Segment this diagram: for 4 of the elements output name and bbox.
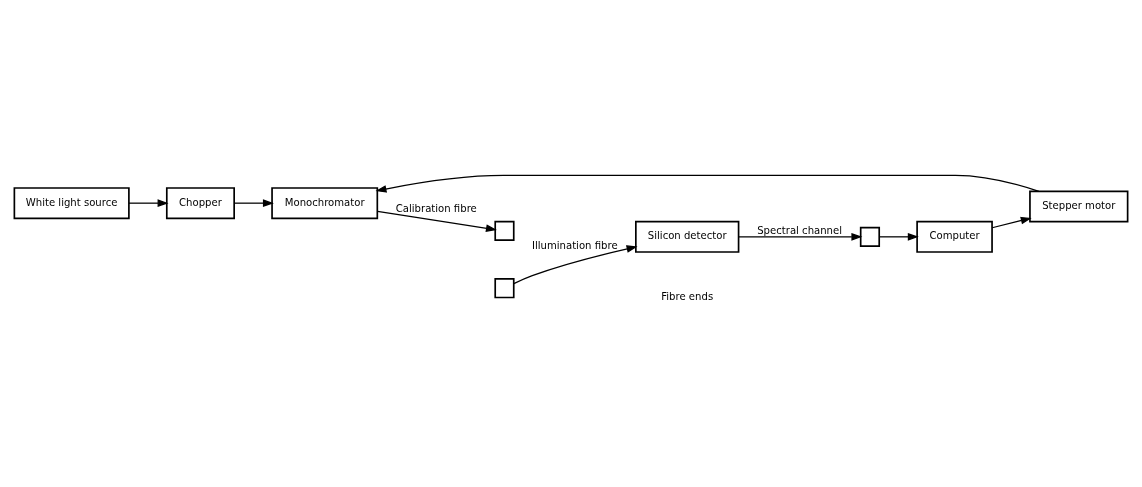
edge-label: Illumination fibre xyxy=(531,239,618,251)
edge-label: Spectral channel xyxy=(757,224,843,236)
edge-label: Calibration fibre xyxy=(395,202,477,214)
label: Fibre ends xyxy=(661,290,714,302)
